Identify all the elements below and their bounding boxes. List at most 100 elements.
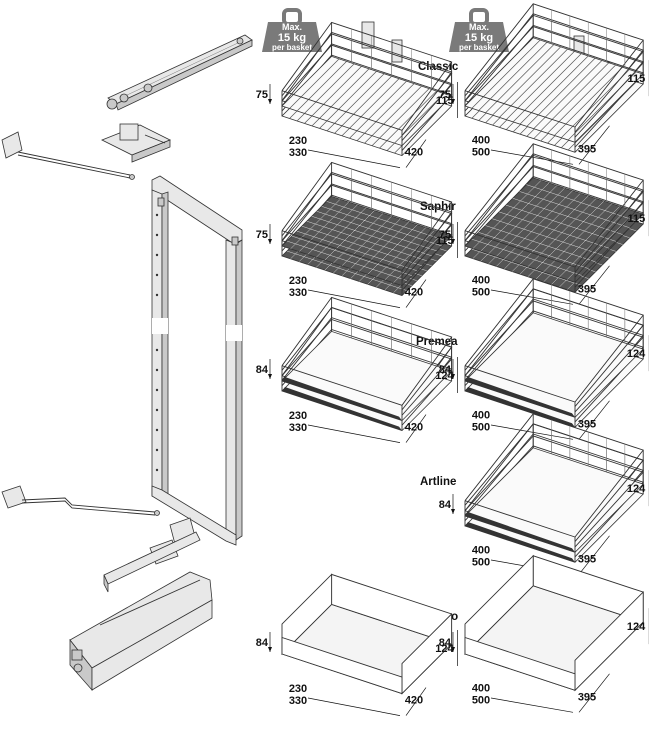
dimension-line [578, 265, 610, 305]
height-label: 115 [627, 213, 645, 225]
top-swing-arm [1, 131, 135, 180]
dimension-line [405, 139, 427, 168]
wire-bar [334, 73, 385, 124]
mesh-line [478, 232, 589, 269]
depth-label: 400 [472, 409, 490, 421]
basket-front-rail [281, 230, 403, 271]
basket-base-edge [465, 522, 575, 563]
dimension-line [578, 400, 610, 440]
basket-rail [464, 3, 644, 128]
mesh-line [321, 206, 442, 247]
basket-name: Artline [420, 476, 456, 488]
depth-label: 500 [472, 286, 490, 298]
wire-bar [371, 85, 422, 136]
mesh-line [492, 218, 603, 256]
badge-line2: 15 kg [278, 32, 306, 44]
width-label: 395 [578, 143, 596, 155]
height-label: 75 [256, 89, 268, 101]
dimension-line [490, 697, 574, 713]
mesh-line [306, 220, 427, 262]
height-label: 115 [627, 73, 645, 85]
mesh-line [291, 235, 412, 276]
height-label: 115 [436, 235, 454, 247]
dimension-line [307, 289, 401, 308]
width-label: 395 [578, 283, 596, 295]
wire-bar [379, 88, 430, 139]
height-label: 124 [435, 643, 454, 655]
width-label: 395 [578, 418, 596, 430]
depth-label: 400 [472, 682, 490, 694]
dimension-line [405, 279, 427, 308]
height-label: 84 [439, 637, 452, 649]
dimension-arrow [451, 99, 455, 104]
dimension-arrow [268, 374, 272, 379]
height-label: 84 [256, 637, 269, 649]
mesh-line [296, 230, 417, 271]
top-runner-rail [106, 34, 253, 111]
dimension-arrow [451, 509, 455, 514]
mesh-line [526, 184, 637, 222]
basket-base-edge [465, 377, 575, 418]
wire-bar [356, 80, 407, 131]
basket-front-wall [281, 636, 403, 695]
depth-label: 500 [472, 694, 490, 706]
wire-bar [386, 90, 437, 141]
mesh-line [326, 201, 447, 242]
depth-label: 230 [289, 135, 307, 147]
dimension-arrow [451, 374, 455, 379]
depth-label: 330 [289, 147, 307, 159]
wire-bar [289, 58, 340, 109]
mesh-line [311, 216, 432, 257]
dimension-arrow [268, 99, 272, 104]
badge-line3: per basket [272, 43, 312, 52]
basket-side-wall [281, 573, 333, 656]
basket-base-edge [282, 387, 402, 431]
badge-line1: Max. [282, 22, 302, 32]
basket-front-wall [464, 636, 576, 691]
basket-base-edge [282, 377, 402, 421]
basket-base-edge [465, 387, 575, 428]
mesh-line [316, 211, 437, 252]
dimension-line [490, 424, 574, 440]
mesh-line [286, 240, 408, 281]
dimension-line [307, 149, 401, 168]
badge-line2: 15 kg [465, 32, 493, 44]
mesh-line [471, 248, 582, 286]
pullout-frame [151, 175, 243, 546]
mesh-line [512, 198, 623, 235]
dimension-arrow [451, 647, 455, 652]
depth-label: 400 [472, 274, 490, 286]
wire-bar [364, 83, 415, 134]
basket-row-planero: Planero8412423033042084124400500395 [256, 554, 649, 716]
depth-label: 230 [289, 275, 307, 287]
width-label: 395 [578, 553, 596, 565]
depth-label: 330 [289, 287, 307, 299]
basket-base-edge [465, 512, 575, 553]
mesh-line [301, 225, 422, 266]
depth-label: 230 [289, 683, 307, 695]
height-label: 75 [256, 229, 268, 241]
height-label: 75 [439, 89, 451, 101]
height-label: 124 [627, 348, 646, 360]
bottom-swing-arm [1, 485, 160, 516]
basket-side-wall [574, 591, 644, 692]
wire-bar [326, 71, 377, 122]
badge-line3: per basket [459, 43, 499, 52]
height-label: 75 [439, 229, 451, 241]
dimension-arrow [268, 239, 272, 244]
basket-front-rail [464, 365, 576, 403]
depth-label: 500 [472, 556, 490, 568]
height-label: 84 [256, 364, 269, 376]
dimension-line [405, 414, 427, 443]
